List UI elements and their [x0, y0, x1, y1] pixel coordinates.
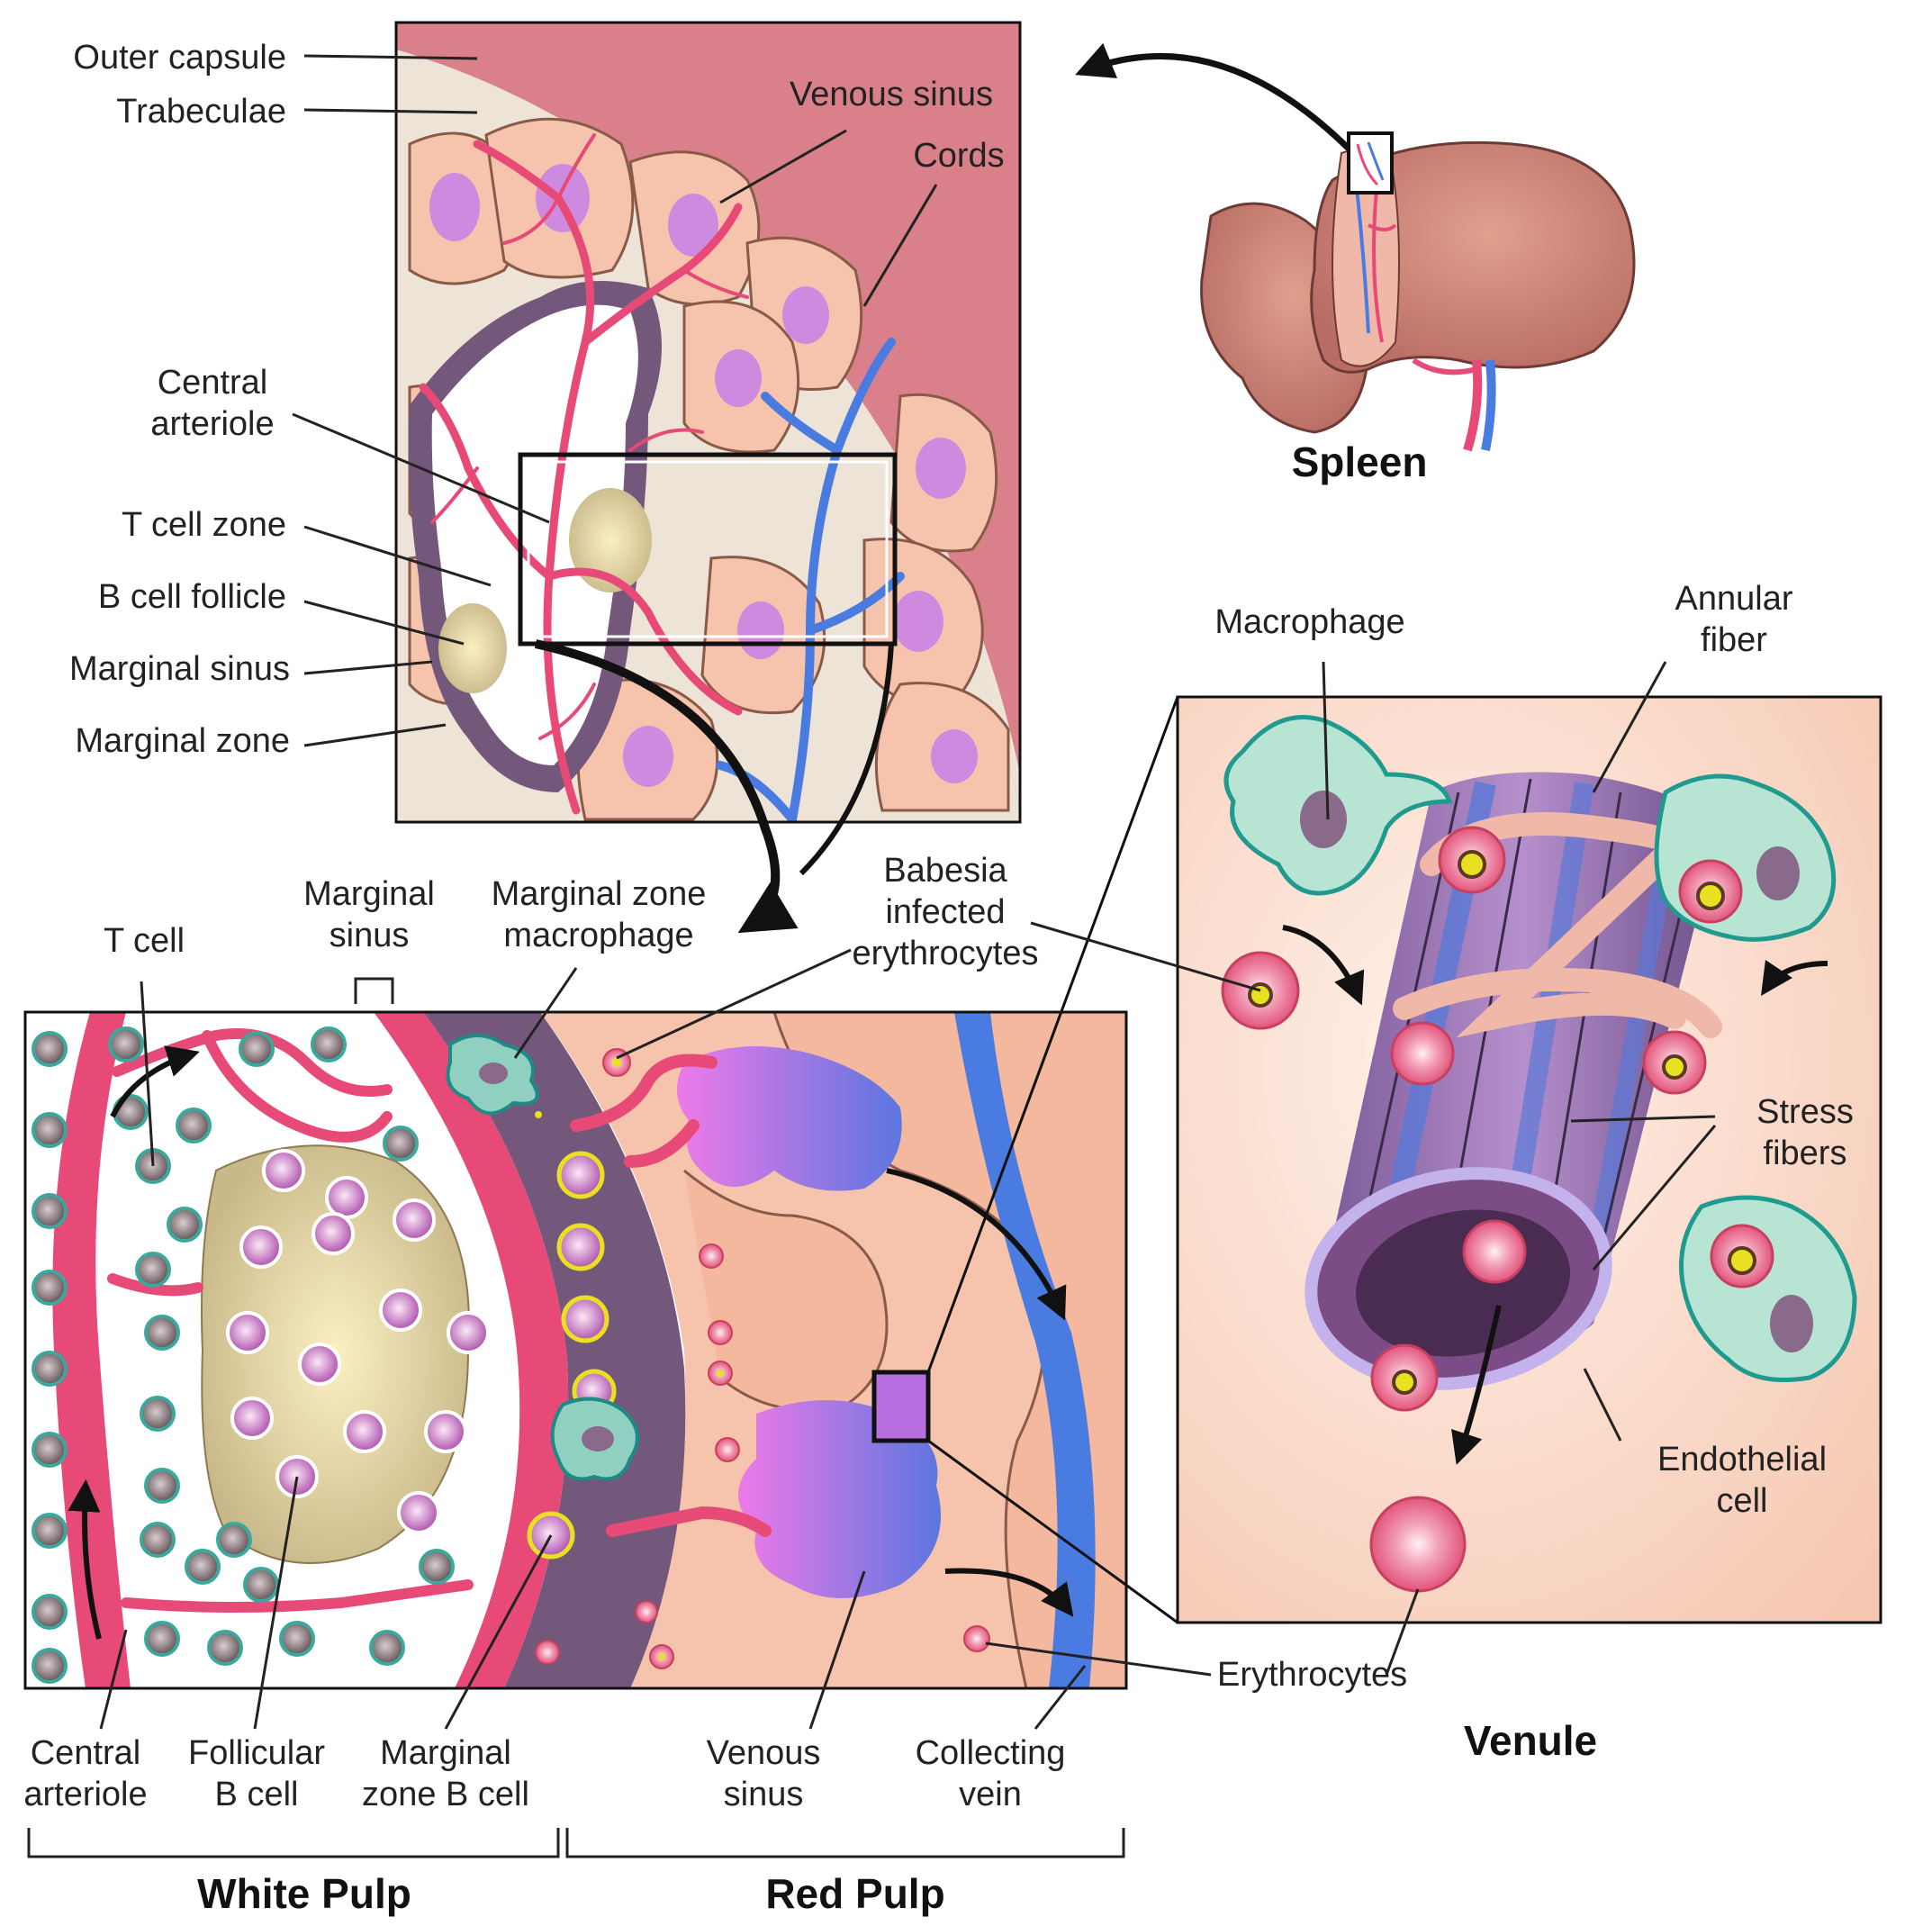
label-macrophage: Macrophage [1214, 603, 1405, 641]
label-spleen: Spleen [1291, 439, 1428, 485]
label-venule: Venule [1463, 1717, 1598, 1764]
label-central-arteriole-top: Central arteriole [150, 364, 275, 443]
label-mz-macrophage: Marginal zone macrophage [491, 875, 707, 954]
label-mz-b-cell: Marginal zone B cell [362, 1734, 529, 1813]
label-trabeculae: Trabeculae [116, 93, 286, 131]
label-marginal-zone: Marginal zone [75, 722, 290, 760]
leader-lines [27, 54, 1717, 1858]
label-t-cell-zone: T cell zone [121, 506, 286, 544]
label-venous-sinus-top: Venous sinus [789, 76, 994, 113]
mz-macrophage-group [446, 1034, 639, 1481]
tissue-section-panel [396, 23, 1020, 822]
white-red-pulp-detail-panel [25, 1012, 1126, 1688]
label-endothelial-cell: Endothelial cell [1657, 1441, 1828, 1520]
label-follicular-b-cell: Follicular B cell [187, 1734, 326, 1813]
label-erythrocytes: Erythrocytes [1217, 1656, 1408, 1694]
label-outer-capsule: Outer capsule [73, 39, 286, 77]
marginal-zone-b-cell-group [527, 1151, 617, 1560]
label-babesia: Babesia infected erythrocytes [852, 852, 1039, 972]
spleen-organ-illustration [1075, 42, 1636, 452]
label-annular-fiber: Annular fiber [1675, 580, 1793, 659]
venule-panel [926, 695, 1882, 1624]
red-pulp-erythrocytes [535, 1048, 990, 1669]
label-red-pulp: Red Pulp [765, 1870, 945, 1917]
label-b-cell-follicle: B cell follicle [97, 578, 286, 616]
label-white-pulp: White Pulp [197, 1870, 411, 1917]
label-stress-fibers: Stress fibers [1756, 1093, 1854, 1172]
label-collecting-vein: Collecting vein [915, 1734, 1066, 1813]
zoom-arrow [534, 639, 894, 934]
label-t-cell: T cell [103, 922, 185, 960]
label-central-arteriole-bottom: Central arteriole [23, 1734, 148, 1813]
t-cell-group [32, 1026, 455, 1684]
label-cords: Cords [913, 137, 1005, 175]
label-marginal-sinus-mid: Marginal sinus [303, 875, 435, 954]
label-marginal-sinus-left: Marginal sinus [69, 650, 290, 688]
label-venous-sinus-bottom: Venous sinus [706, 1734, 821, 1813]
